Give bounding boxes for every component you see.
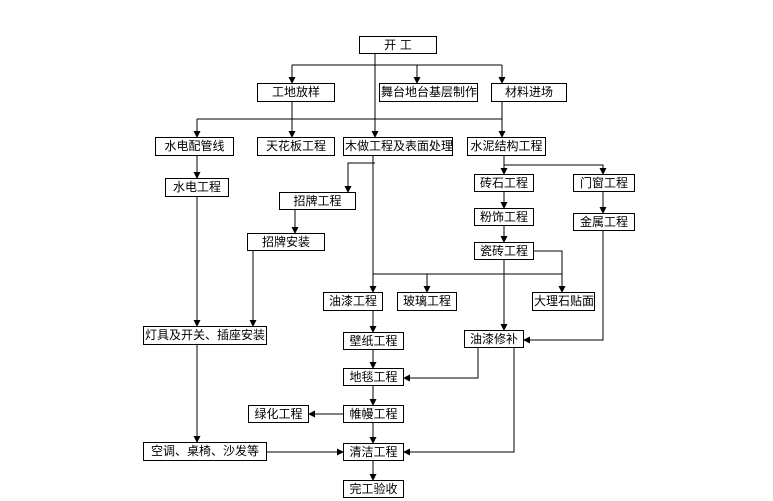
node-carpet: 地毯工程 — [343, 368, 404, 386]
node-doors-windows: 门窗工程 — [573, 174, 635, 192]
arrow-metal-to-paint-touchup — [523, 231, 604, 344]
node-wallpaper: 壁纸工程 — [343, 332, 404, 350]
node-ceiling: 天花板工程 — [257, 137, 335, 156]
arrow-paint-touchup-to-carpet — [403, 348, 479, 382]
node-plastering: 粉饰工程 — [474, 208, 534, 226]
node-masonry: 砖石工程 — [474, 174, 534, 192]
arrow-cement-to-doors-windows — [504, 164, 607, 175]
node-glass: 玻璃工程 — [397, 292, 457, 311]
node-stage-base: 舞台地台基层制作 — [379, 83, 478, 102]
node-marble: 大理石贴面 — [532, 292, 595, 311]
arrow-woodwork-to-signboard — [344, 162, 375, 193]
arrow-paint-touchup-to-cleaning — [403, 348, 515, 456]
node-acceptance: 完工验收 — [343, 480, 404, 498]
node-sign-install: 招牌安装 — [247, 233, 325, 251]
node-plumbing-conduit: 水电配管线 — [155, 137, 234, 156]
node-painting: 油漆工程 — [323, 292, 383, 311]
node-signboard: 招牌工程 — [279, 192, 356, 210]
node-cleaning: 清洁工程 — [343, 443, 404, 461]
node-woodwork: 木做工程及表面处理 — [343, 137, 453, 156]
node-furniture: 空调、桌椅、沙发等 — [143, 442, 267, 461]
node-start: 开 工 — [359, 36, 437, 54]
node-site-layout: 工地放样 — [257, 83, 335, 102]
node-greening: 绿化工程 — [248, 405, 309, 423]
node-metal: 金属工程 — [573, 213, 635, 231]
node-lighting: 灯具及开关、插座安装 — [143, 326, 267, 345]
node-cement: 水泥结构工程 — [467, 137, 546, 156]
line-tiling-to-marble — [534, 250, 563, 274]
node-drapery: 帷幔工程 — [343, 405, 404, 423]
node-paint-touchup: 油漆修补 — [464, 330, 524, 348]
node-electrical: 水电工程 — [165, 178, 229, 197]
node-materials: 材料进场 — [491, 83, 567, 102]
node-tiling: 瓷砖工程 — [474, 242, 534, 260]
